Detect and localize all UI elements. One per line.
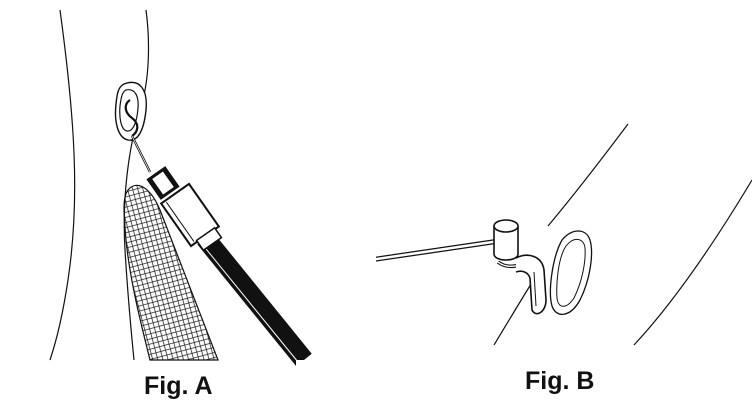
handle-tube-edge-lower [493,275,537,346]
figure-b-caption: Fig. B [525,367,595,395]
control-cable [197,231,312,367]
cable-ferrule [146,166,223,252]
slotted-hole [549,230,593,315]
control-lever [376,237,507,262]
figure-b-illustration [376,123,752,346]
figure-a: Fig. A [49,9,326,400]
crop-mask [296,360,326,370]
handle-outline-left [49,9,76,361]
handle-tube-edge-top [547,123,629,227]
figure-b: Fig. B [376,0,752,403]
cable-z-hook [124,99,152,173]
z-fitting [493,219,547,315]
handle-slot [114,81,147,141]
handle-tube-edge-right [633,179,752,346]
figure-a-caption: Fig. A [144,372,213,400]
hand-grip [123,184,219,361]
handle-outline-right [123,9,150,361]
figure-a-illustration [49,9,326,370]
